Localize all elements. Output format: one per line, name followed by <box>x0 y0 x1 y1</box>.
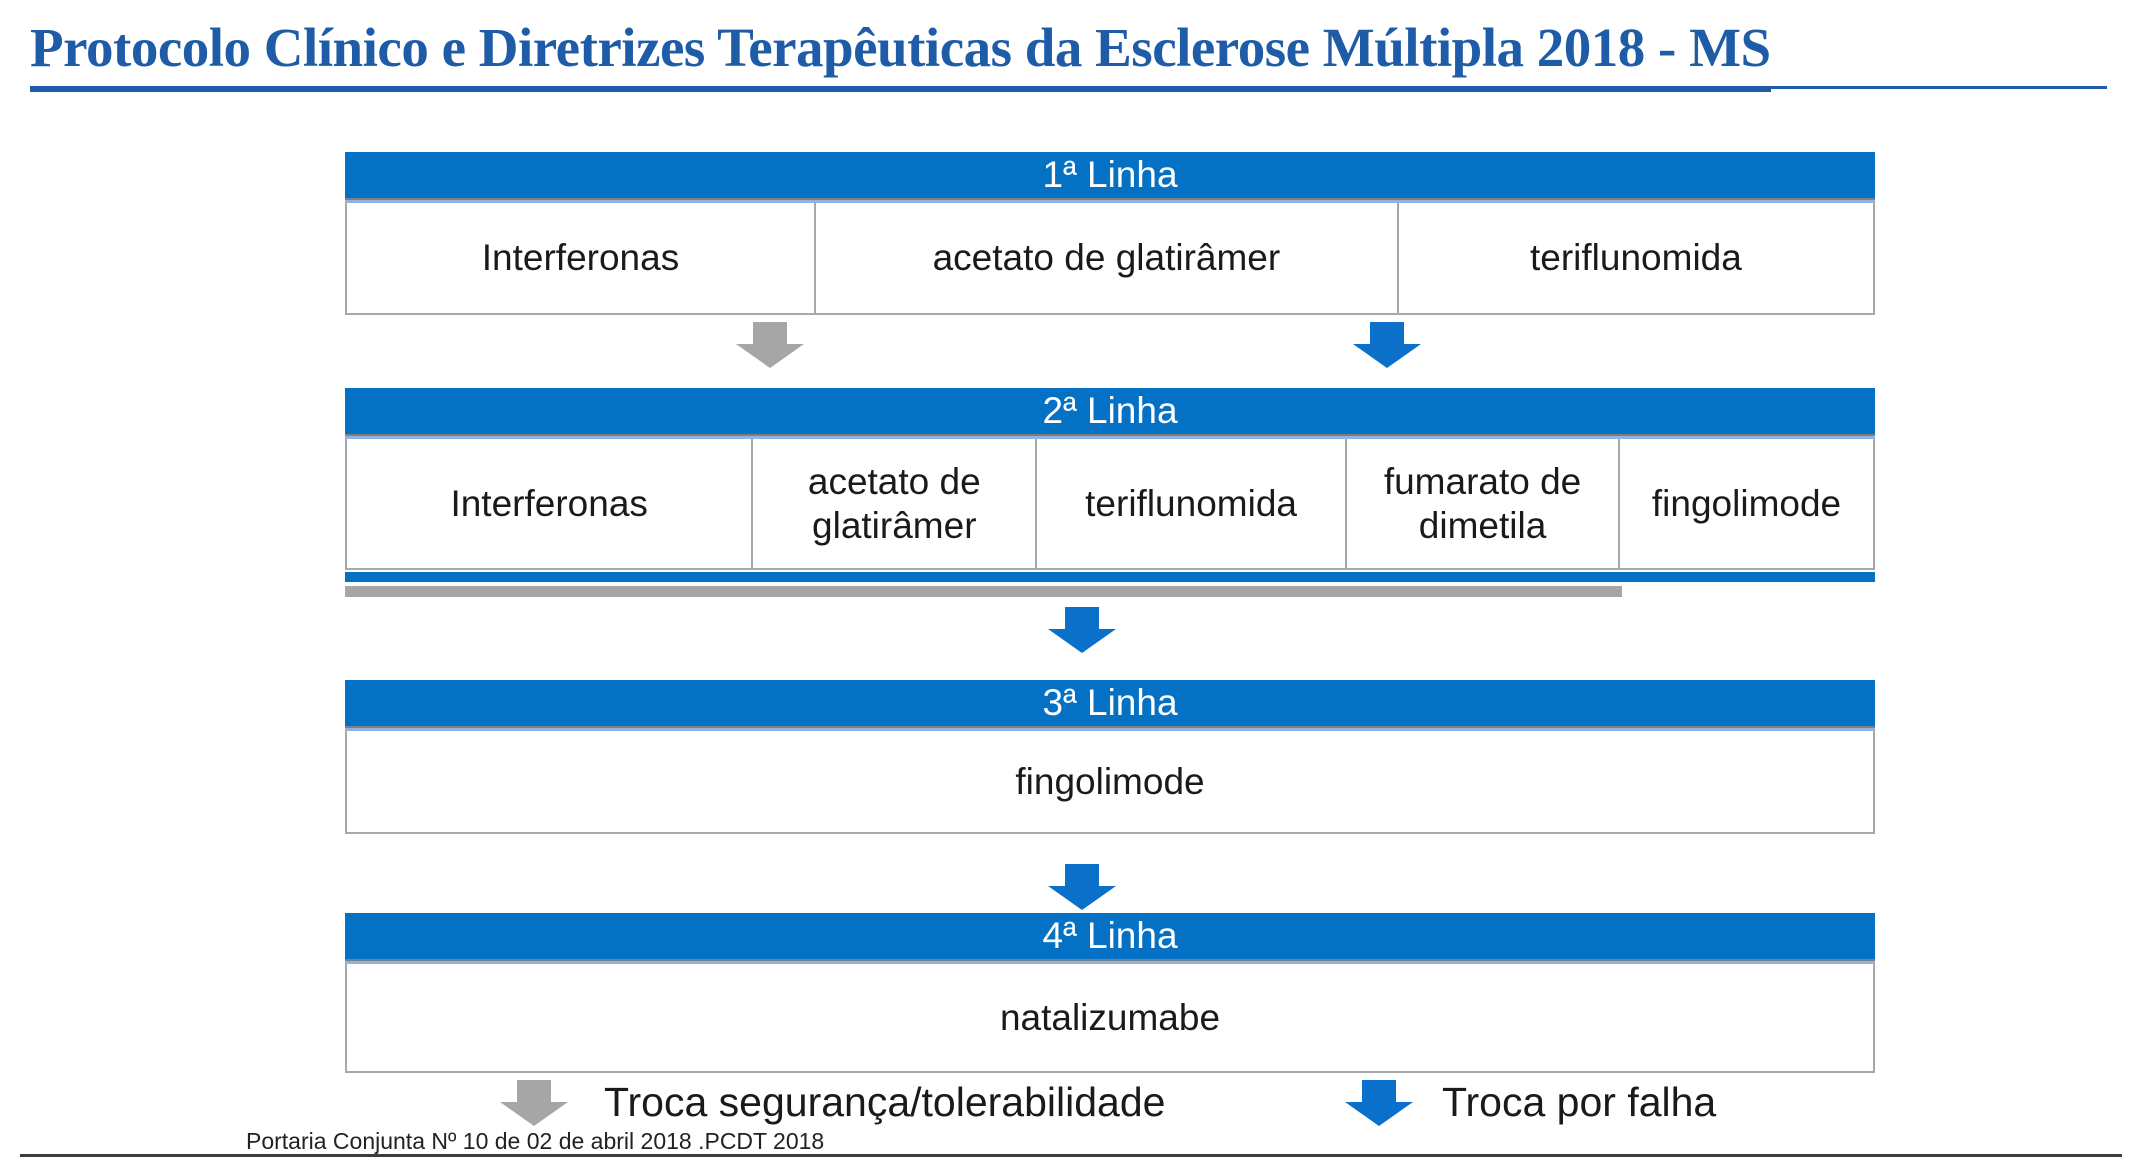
drug-cell: fingolimode <box>1618 439 1873 568</box>
line4-cells: natalizumabe <box>345 964 1875 1073</box>
blue-down-arrow-icon <box>1353 322 1421 368</box>
page-title: Protocolo Clínico e Diretrizes Terapêuti… <box>30 14 1771 92</box>
gray-down-arrow-icon <box>500 1080 568 1126</box>
drug-cell: natalizumabe <box>999 996 1221 1038</box>
line2-cells: Interferonas acetato de glatirâmer terif… <box>345 439 1875 570</box>
drug-cell: acetato de glatirâmer <box>813 203 1397 313</box>
drug-cell: teriflunomida <box>1035 439 1345 568</box>
line2-table: 2ª Linha Interferonas acetato de glatirâ… <box>345 388 1875 570</box>
drug-cell: Interferonas <box>481 237 680 279</box>
gray-divider-bar <box>345 586 1622 597</box>
line1-table: 1ª Linha Interferonas acetato de glatirâ… <box>345 152 1875 315</box>
line1-header-strip <box>345 200 1875 203</box>
line4-header: 4ª Linha <box>345 913 1875 961</box>
blue-down-arrow-icon <box>1345 1080 1413 1126</box>
drug-cell: acetato de glatirâmer <box>751 439 1035 568</box>
line1-cells: Interferonas acetato de glatirâmer terif… <box>345 203 1875 315</box>
legend-safety-label: Troca segurança/tolerabilidade <box>604 1079 1166 1125</box>
line2-header-strip <box>345 436 1875 439</box>
drug-cell: fingolimode <box>1015 760 1205 802</box>
blue-divider-bar <box>345 572 1875 582</box>
line3-table: 3ª Linha fingolimode <box>345 680 1875 834</box>
line4-header-strip <box>345 961 1875 964</box>
footer-citation: Portaria Conjunta Nº 10 de 02 de abril 2… <box>246 1128 825 1154</box>
line3-header-strip <box>345 728 1875 731</box>
line1-header: 1ª Linha <box>345 152 1875 200</box>
line2-header: 2ª Linha <box>345 388 1875 436</box>
line3-cells: fingolimode <box>345 731 1875 834</box>
gray-down-arrow-icon <box>736 322 804 368</box>
drug-cell: fumarato de dimetila <box>1344 439 1618 568</box>
bottom-rule <box>20 1154 2122 1157</box>
blue-down-arrow-icon <box>1048 864 1116 910</box>
drug-cell: Interferonas <box>450 482 648 524</box>
line3-header: 3ª Linha <box>345 680 1875 728</box>
drug-cell: teriflunomida <box>1396 203 1873 313</box>
legend-failure-label: Troca por falha <box>1442 1079 1717 1125</box>
line4-table: 4ª Linha natalizumabe <box>345 913 1875 1073</box>
blue-down-arrow-icon <box>1048 607 1116 653</box>
